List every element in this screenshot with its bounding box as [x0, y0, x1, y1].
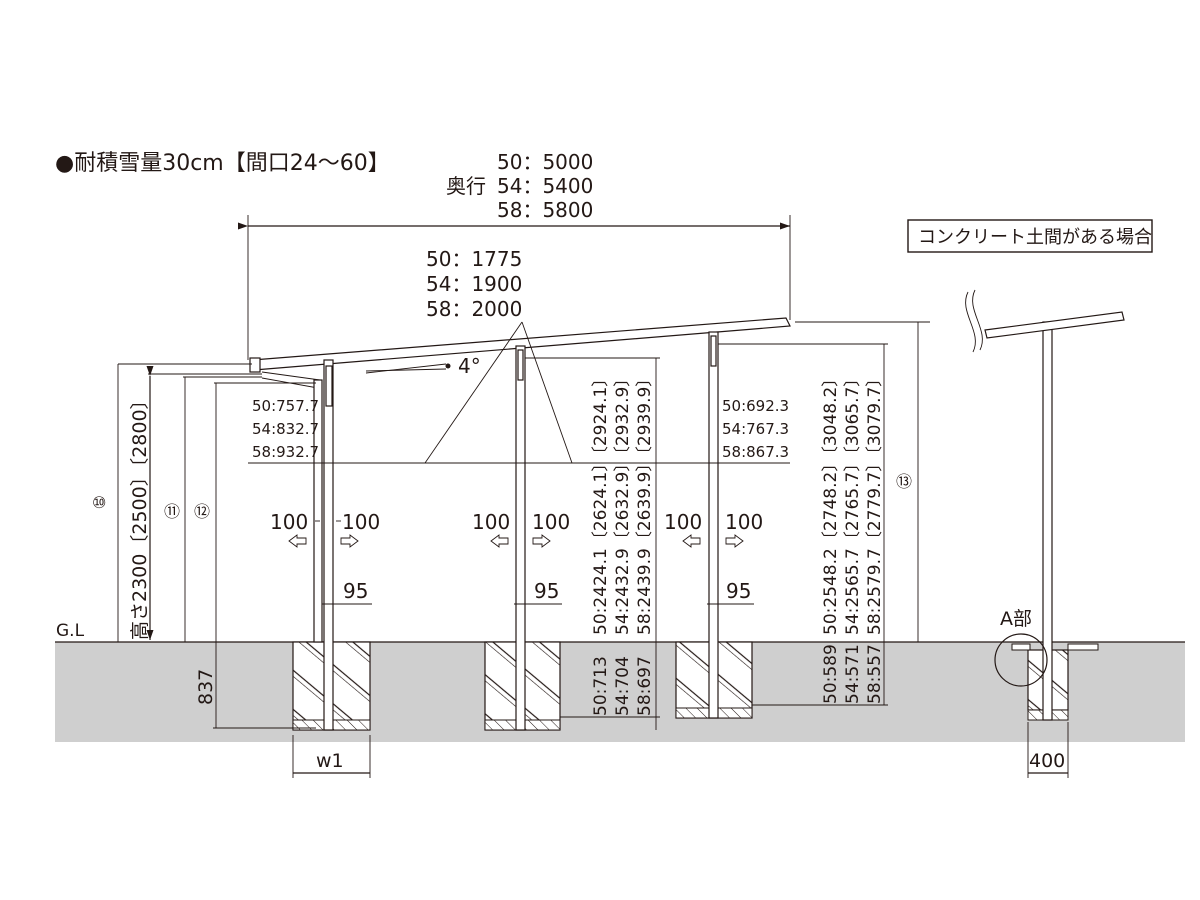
- circled-13: ⑬: [896, 472, 912, 491]
- post3-offset-50: 50:692.3: [722, 397, 789, 415]
- svg-text:100: 100: [532, 510, 570, 534]
- dim-837: 837: [195, 669, 217, 705]
- post2-height-54: 54:2432.9〔2632.9〕〔2932.9〕: [613, 370, 633, 635]
- dim-95-2: 95: [534, 579, 559, 603]
- post-span-54: 54：1900: [426, 272, 522, 296]
- svg-text:100: 100: [342, 510, 380, 534]
- offset-arrows-1: 100 100: [270, 510, 380, 548]
- post3-depth-50: 50:589: [821, 644, 841, 704]
- post2-height-50: 50:2424.1〔2624.1〕〔2924.1〕: [591, 370, 611, 635]
- note-box: [907, 219, 1153, 253]
- post2-depth-50: 50:713: [591, 656, 611, 716]
- circled-11: ⑪: [164, 502, 180, 521]
- depth-value-50: 50：5000: [497, 150, 593, 174]
- post3-offset-58: 58:867.3: [722, 443, 789, 461]
- post3-offset-54: 54:767.3: [722, 420, 789, 438]
- post-span-50: 50：1775: [426, 247, 522, 271]
- angle: 4°: [458, 354, 481, 378]
- post3-height-50: 50:2548.2〔2748.2〕〔3048.2〕: [821, 370, 841, 635]
- post2-height-58: 58:2439.9〔2639.9〕〔2939.9〕: [635, 370, 655, 635]
- post3-height-58: 58:2579.7〔2779.7〕〔3079.7〕: [865, 370, 885, 635]
- svg-text:100: 100: [472, 510, 510, 534]
- svg-text:100: 100: [725, 510, 763, 534]
- post1-offset-54: 54:832.7: [252, 420, 319, 438]
- depth-value-54: 54：5400: [497, 174, 593, 198]
- post3-depth-58: 58:557: [865, 644, 885, 704]
- ground: [55, 642, 1185, 742]
- offset-arrows-3: 100 100: [664, 510, 763, 548]
- circled-12: ⑫: [194, 502, 210, 521]
- svg-text:100: 100: [270, 510, 308, 534]
- post-a: [965, 289, 1125, 721]
- w1-label: w1: [316, 750, 344, 772]
- post-2: [515, 345, 526, 731]
- offset-arrows-2: 100 100: [472, 510, 570, 548]
- svg-text:100: 100: [664, 510, 702, 534]
- a-part-label: A部: [1000, 608, 1032, 630]
- post-1: [313, 359, 334, 731]
- note-text: コンクリート土間がある場合: [918, 227, 1152, 248]
- dim-95-1: 95: [343, 579, 368, 603]
- post-span-58: 58：2000: [426, 297, 522, 321]
- circled-10: ⑩: [92, 493, 106, 512]
- depth-value-58: 58：5800: [497, 198, 593, 222]
- post3-height-54: 54:2565.7〔2765.7〕〔3065.7〕: [843, 370, 863, 635]
- dim-400: 400: [1029, 750, 1065, 772]
- dim-95-3: 95: [726, 579, 751, 603]
- height-label: 高さ2300〔2500〕〔2800〕: [129, 390, 151, 640]
- post1-offset-58: 58:932.7: [252, 443, 319, 461]
- title: ●耐積雪量30cm【間口24〜60】: [55, 151, 390, 176]
- post3-depth-54: 54:571: [843, 644, 863, 704]
- post2-depth-54: 54:704: [613, 656, 633, 716]
- post1-offset-50: 50:757.7: [252, 397, 319, 415]
- ground-label: G.L: [56, 621, 85, 641]
- post-3: [708, 331, 719, 719]
- post2-depth-58: 58:697: [635, 656, 655, 716]
- a-part-circle: [994, 633, 1048, 687]
- depth-label: 奥行: [446, 174, 486, 198]
